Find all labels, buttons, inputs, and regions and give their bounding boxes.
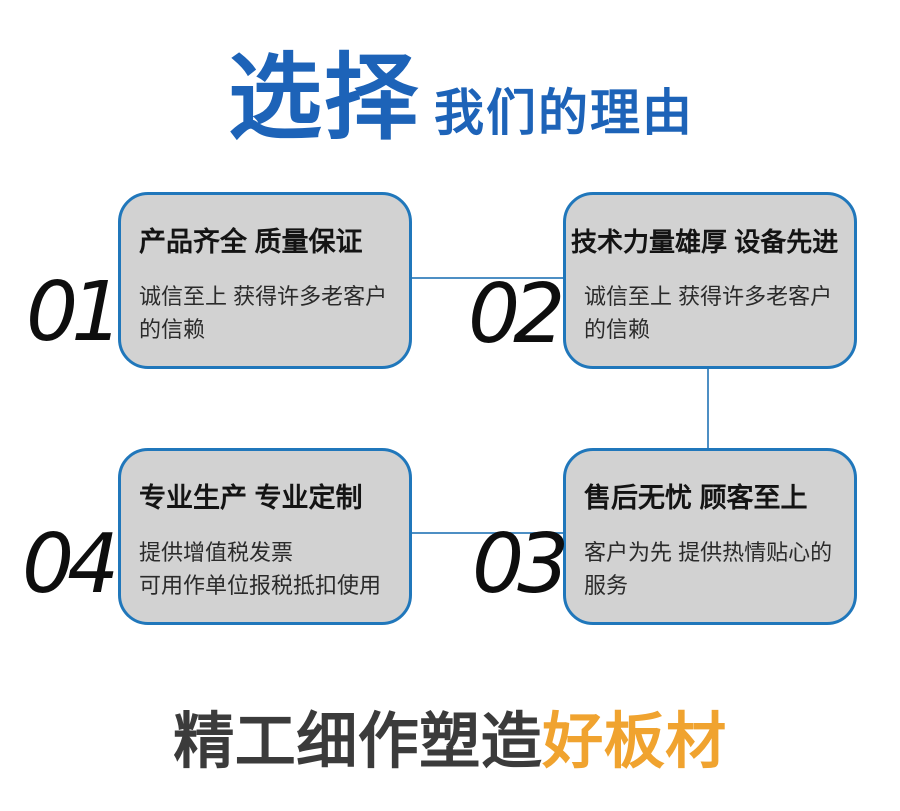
card-desc-line: 服务: [584, 573, 629, 598]
page-title-highlight: 选择: [228, 45, 421, 150]
card-number-01: 01: [26, 265, 123, 360]
card-desc-line: 提供增值税发票: [139, 540, 294, 565]
card-number-02: 02: [468, 267, 565, 362]
card-title: 产品齐全 质量保证: [139, 227, 363, 257]
card-desc: 客户为先 提供热情贴心的 服务: [584, 536, 844, 602]
page-title: 选择 我们的理由: [228, 45, 695, 150]
feature-card-04: 专业生产 专业定制 提供增值税发票 可用作单位报税抵扣使用: [118, 448, 412, 625]
footer-slogan-accent: 好板材: [542, 707, 727, 775]
card-number-04: 04: [22, 517, 119, 612]
page-title-rest: 我们的理由: [434, 85, 695, 141]
feature-card-01: 产品齐全 质量保证 诚信至上 获得许多老客户 的信赖: [118, 192, 412, 369]
card-desc-line: 客户为先 提供热情贴心的: [584, 540, 833, 565]
card-number-03: 03: [472, 517, 569, 612]
connector-card04-card03: [412, 532, 563, 534]
card-title: 专业生产 专业定制: [139, 483, 363, 513]
card-desc-line: 诚信至上 获得许多老客户: [584, 284, 833, 309]
card-desc-line: 可用作单位报税抵扣使用: [139, 573, 382, 598]
card-desc-line: 的信赖: [139, 317, 206, 342]
card-desc: 诚信至上 获得许多老客户 的信赖: [584, 280, 844, 346]
feature-card-03: 售后无忧 顾客至上 客户为先 提供热情贴心的 服务: [563, 448, 857, 625]
connector-card02-card03: [707, 368, 709, 448]
feature-card-02: 技术力量雄厚 设备先进 诚信至上 获得许多老客户 的信赖: [563, 192, 857, 369]
card-desc: 提供增值税发票 可用作单位报税抵扣使用: [139, 536, 399, 602]
card-desc-line: 诚信至上 获得许多老客户: [139, 284, 388, 309]
card-desc: 诚信至上 获得许多老客户 的信赖: [139, 280, 399, 346]
card-title: 售后无忧 顾客至上: [584, 483, 808, 513]
footer-slogan-dark: 精工细作塑造: [173, 707, 543, 775]
footer-slogan: 精工细作塑造好板材: [0, 706, 900, 776]
card-title: 技术力量雄厚 设备先进: [571, 227, 839, 257]
card-desc-line: 的信赖: [584, 317, 651, 342]
connector-card01-card02: [412, 277, 563, 279]
